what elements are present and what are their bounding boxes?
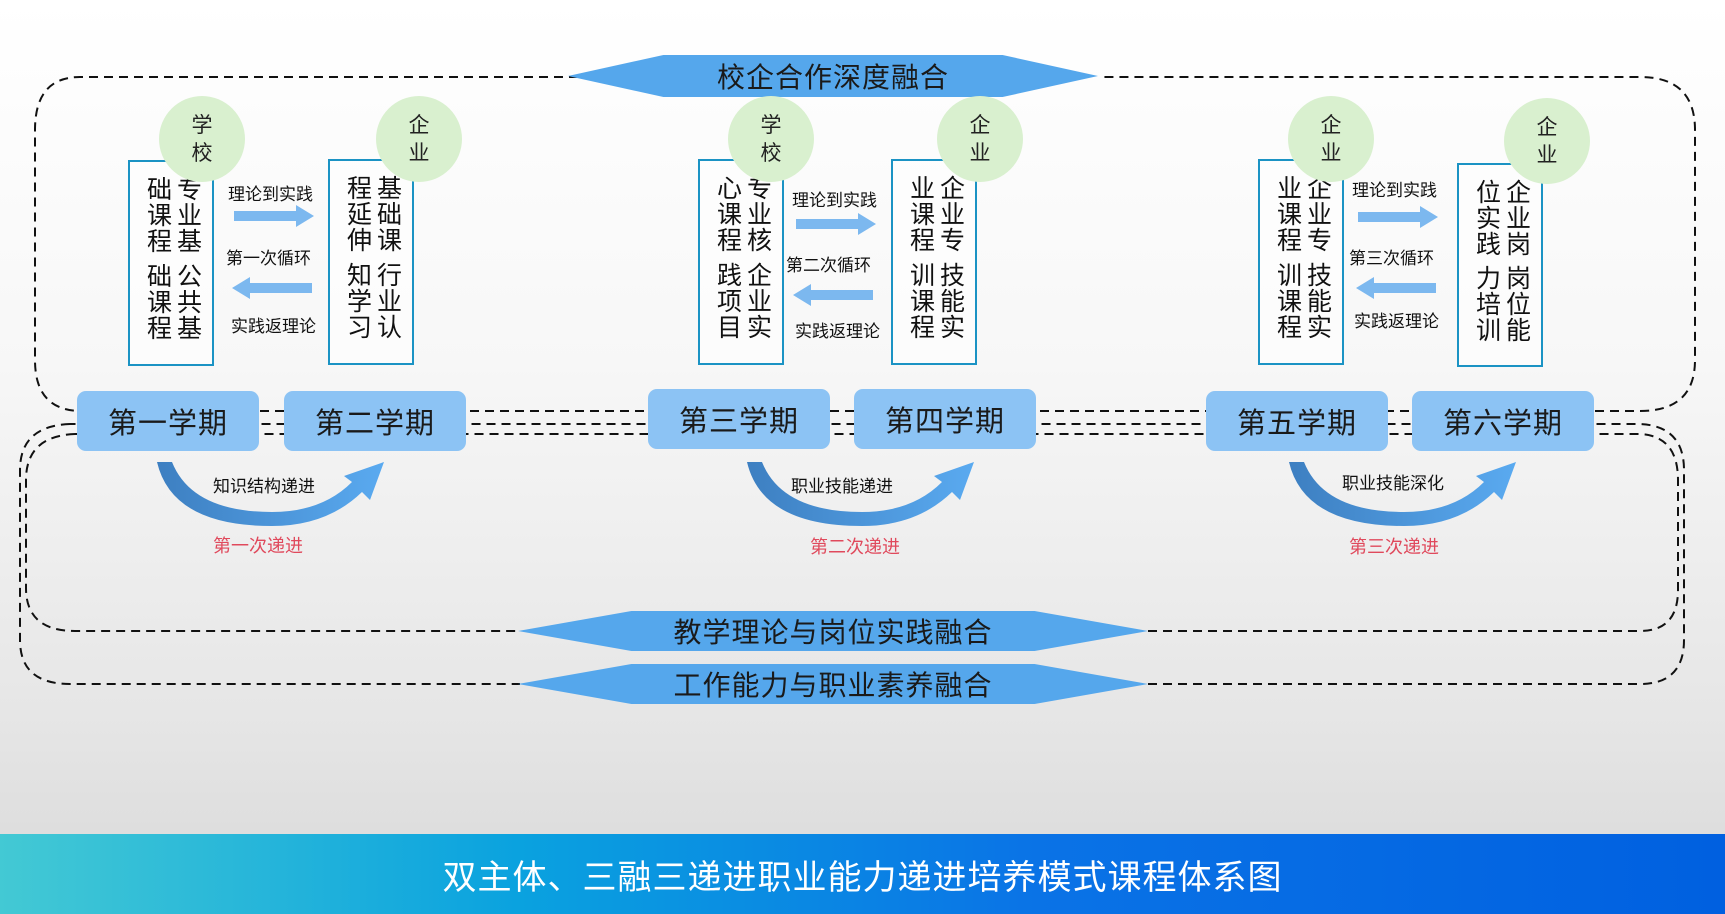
course-name: 公共基础课程 (143, 263, 203, 341)
course-name: 行业认知学习 (343, 262, 403, 340)
course-name: 技能实训课程 (906, 262, 966, 340)
banner-ability-literacy-fusion: 工作能力与职业素养融合 (518, 664, 1148, 704)
actor-char: 校 (760, 141, 782, 165)
forward-label: 理论到实践 (792, 191, 877, 211)
actor-char: 企 (969, 113, 991, 137)
actor-circle-enterprise: 企 业 (376, 96, 462, 182)
arrow-left-icon (793, 284, 873, 306)
diagram-title: 双主体、三融三递进职业能力递进培养模式课程体系图 (442, 857, 1283, 898)
banner-school-enterprise-fusion: 校企合作深度融合 (568, 55, 1098, 97)
actor-char: 企 (1536, 115, 1558, 139)
course-name: 企业实践项目 (713, 262, 773, 340)
banner-text: 工作能力与职业素养融合 (673, 669, 993, 702)
progression-step: 第一次递进 (213, 536, 303, 557)
arrow-right-icon (796, 213, 876, 235)
actor-circle-enterprise: 企 业 (1504, 98, 1590, 184)
outer-bottom-frame (19, 423, 1685, 685)
actor-char: 企 (408, 113, 430, 137)
semester-5: 第五学期 (1206, 391, 1388, 451)
course-name: 专业基础课程 (143, 176, 203, 254)
course-box-school: 专业核心课程 企业实践项目 (698, 159, 784, 365)
course-box-school: 专业基础课程 公共基础课程 (128, 160, 214, 366)
actor-char: 学 (760, 113, 782, 137)
progression-label: 职业技能递进 (791, 477, 893, 497)
course-name: 技能实训课程 (1273, 262, 1333, 340)
course-box-enterprise: 企业专业课程 技能实训课程 (1258, 159, 1344, 365)
course-box-enterprise: 企业专业课程 技能实训课程 (891, 159, 977, 365)
course-name: 企业岗位实践 (1472, 179, 1532, 257)
semester-2: 第二学期 (284, 391, 466, 451)
cycle-label: 第一次循环 (226, 249, 311, 269)
actor-char: 业 (1536, 143, 1558, 167)
progression-label: 职业技能深化 (1342, 474, 1444, 494)
course-box-enterprise: 企业岗位实践 岗位能力培训 (1457, 163, 1543, 367)
actor-circle-enterprise: 企 业 (1288, 96, 1374, 182)
forward-label: 理论到实践 (1352, 181, 1437, 201)
semester-6: 第六学期 (1412, 391, 1594, 451)
backward-label: 实践返理论 (795, 322, 880, 342)
banner-teaching-practice-fusion: 教学理论与岗位实践融合 (518, 611, 1148, 651)
banner-text: 教学理论与岗位实践融合 (673, 616, 993, 649)
actor-circle-school: 学 校 (728, 96, 814, 182)
course-name: 专业核心课程 (713, 175, 773, 253)
actor-char: 业 (408, 141, 430, 165)
actor-char: 企 (1320, 113, 1342, 137)
arrow-right-icon (234, 205, 314, 227)
banner-text: 校企合作深度融合 (716, 61, 949, 94)
progression-arrow-icon (1289, 462, 1516, 526)
course-name: 岗位能力培训 (1472, 265, 1532, 343)
actor-char: 业 (969, 141, 991, 165)
course-name: 企业专业课程 (906, 175, 966, 253)
actor-circle-school: 学 校 (159, 96, 245, 182)
actor-char: 业 (1320, 141, 1342, 165)
cycle-label: 第二次循环 (786, 256, 871, 276)
progression-arrow-icon (747, 462, 974, 526)
arrow-left-icon (1356, 277, 1436, 299)
cycle-label: 第三次循环 (1349, 249, 1434, 269)
course-name: 企业专业课程 (1273, 175, 1333, 253)
progression-label: 知识结构递进 (213, 477, 315, 497)
actor-char: 校 (191, 141, 213, 165)
backward-label: 实践返理论 (1354, 312, 1439, 332)
footer-title-bar: 双主体、三融三递进职业能力递进培养模式课程体系图 (0, 834, 1725, 914)
arrow-left-icon (232, 277, 312, 299)
semester-4: 第四学期 (854, 389, 1036, 449)
inner-bottom-frame (25, 433, 1679, 632)
progression-step: 第三次递进 (1349, 537, 1439, 558)
semester-3: 第三学期 (648, 389, 830, 449)
actor-circle-enterprise: 企 业 (937, 96, 1023, 182)
actor-char: 学 (191, 113, 213, 137)
progression-step: 第二次递进 (810, 537, 900, 558)
progression-arrow-icon (157, 462, 384, 526)
arrow-right-icon (1358, 206, 1438, 228)
backward-label: 实践返理论 (231, 317, 316, 337)
course-box-enterprise: 基础课程延伸 行业认知学习 (328, 159, 414, 365)
forward-label: 理论到实践 (228, 185, 313, 205)
semester-1: 第一学期 (77, 391, 259, 451)
course-name: 基础课程延伸 (343, 175, 403, 253)
